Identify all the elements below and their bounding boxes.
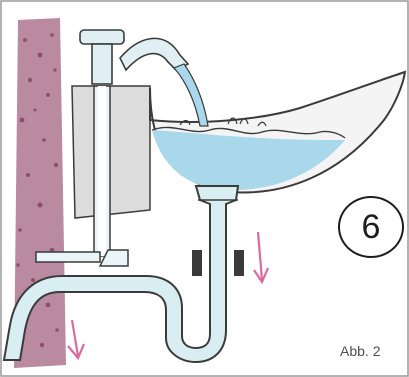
figure-number-badge: 6	[338, 196, 404, 258]
supply-pipe	[36, 252, 100, 262]
water-stream	[174, 64, 208, 126]
faucet	[80, 30, 188, 84]
flow-arrow-right	[254, 232, 268, 282]
wall-panel	[72, 86, 150, 218]
figure-caption: Abb. 2	[340, 343, 380, 359]
flow-arrow-left	[68, 320, 84, 358]
